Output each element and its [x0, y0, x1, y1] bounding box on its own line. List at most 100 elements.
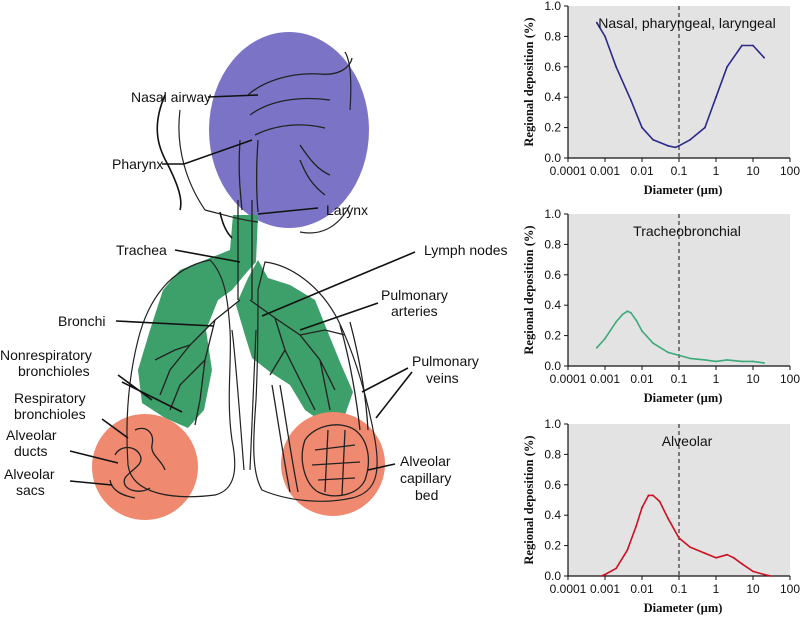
data-point	[595, 346, 598, 349]
x-tick-label: 0.1	[671, 164, 688, 178]
x-axis-label: Diameter (µm)	[644, 183, 723, 197]
x-tick-label: 0.0001	[550, 582, 587, 596]
data-point	[689, 357, 691, 360]
leader-nonrespiratory	[117, 374, 183, 413]
data-point	[652, 138, 654, 141]
y-axis-label: Regional deposition (%)	[522, 225, 536, 354]
x-tick-label: 10	[746, 582, 760, 596]
data-point	[626, 549, 629, 552]
y-tick-label: 0.8	[544, 237, 561, 251]
series-line	[596, 310, 765, 364]
alveolar-sacs-sketch	[109, 427, 166, 499]
data-point	[732, 556, 735, 559]
y-axis-label: Regional deposition (%)	[522, 17, 536, 146]
leader-alveolar-ducts	[69, 450, 119, 464]
bronchial-tree-right	[249, 299, 346, 411]
x-tick-label: 0.001	[590, 372, 620, 386]
data-point	[704, 552, 706, 555]
data-point	[604, 573, 606, 576]
x-axis-label: Diameter (µm)	[644, 601, 723, 615]
y-tick-label: 0.0	[544, 359, 561, 373]
label-nonrespiratory-2: bronchioles	[18, 363, 90, 379]
x-tick-label: 1	[713, 372, 720, 386]
pulmonary-vessel-left	[271, 384, 299, 493]
label-larynx: Larynx	[326, 202, 368, 218]
y-tick-label: 1.0	[544, 207, 561, 221]
neck-contour	[219, 211, 233, 239]
x-tick-label: 0.0001	[550, 164, 587, 178]
data-point	[652, 494, 654, 497]
data-point	[726, 553, 728, 556]
label-pulmonary-arteries-2: arteries	[391, 303, 438, 319]
data-point	[689, 138, 691, 141]
data-point	[641, 330, 643, 332]
data-point	[726, 65, 728, 68]
y-tick-label: 0.2	[544, 121, 561, 135]
data-point	[763, 56, 765, 59]
data-point	[615, 65, 617, 68]
x-axis-label: Diameter (µm)	[644, 391, 723, 405]
series-line	[601, 494, 771, 577]
leader-alveolar-sacs	[69, 480, 113, 486]
data-point	[621, 313, 624, 316]
x-tick-label: 10	[746, 372, 760, 386]
data-point	[615, 321, 617, 323]
mouth-contour	[156, 94, 182, 211]
y-tick-label: 1.0	[544, 0, 561, 13]
x-tick-label: 1	[713, 164, 720, 178]
y-tick-label: 0.6	[544, 478, 561, 492]
x-tick-label: 0.01	[630, 372, 654, 386]
x-tick-label: 0.01	[630, 164, 654, 178]
label-pulmonary-veins-1: Pulmonary	[412, 353, 479, 369]
data-point	[689, 546, 691, 548]
label-respiratory-2: bronchioles	[14, 406, 86, 422]
respiratory-diagram: Nasal airway Pharynx Larynx Trachea Lymp…	[0, 32, 508, 520]
label-bronchi: Bronchi	[58, 313, 105, 329]
data-point	[741, 562, 743, 565]
x-tick-label: 1	[713, 582, 720, 596]
data-point	[604, 35, 606, 38]
data-point	[630, 99, 632, 102]
chart-title: Tracheobronchial	[633, 223, 741, 239]
alveolar-region-left	[92, 414, 198, 520]
y-tick-label: 1.0	[544, 417, 561, 431]
left-lung-outline	[126, 259, 236, 498]
pulmonary-vessel-right	[339, 321, 369, 431]
data-point	[763, 362, 765, 364]
data-point	[604, 337, 606, 340]
label-capillary-2: capillary	[400, 470, 451, 486]
x-tick-label: 0.001	[590, 164, 620, 178]
leader-larynx	[257, 207, 319, 215]
y-tick-label: 0.2	[544, 329, 561, 343]
label-pulmonary-veins-2: veins	[426, 370, 459, 386]
x-tick-label: 0.1	[671, 372, 688, 386]
data-point	[769, 575, 772, 577]
capillary-bed-sketch	[301, 424, 369, 497]
x-tick-label: 0.001	[590, 582, 620, 596]
y-tick-label: 0.4	[544, 508, 561, 522]
data-point	[741, 360, 743, 363]
label-alveolar-sacs-2: sacs	[16, 482, 45, 498]
leader-capillary-bed	[367, 463, 396, 471]
data-point	[641, 506, 643, 509]
data-point	[704, 359, 706, 361]
label-alveolar-ducts-1: Alveolar	[6, 427, 57, 443]
label-lymph-nodes: Lymph nodes	[424, 242, 508, 258]
x-tick-label: 0.0001	[550, 372, 587, 386]
data-point	[741, 44, 743, 47]
data-point	[715, 96, 717, 99]
trachea-tube	[237, 200, 253, 300]
leader-lymph-nodes	[261, 251, 416, 317]
data-point	[678, 354, 680, 357]
label-respiratory-1: Respiratory	[14, 390, 86, 406]
data-point	[678, 537, 680, 539]
data-point	[635, 524, 638, 527]
y-tick-label: 0.4	[544, 298, 561, 312]
chart-title: Nasal, pharyngeal, laryngeal	[598, 15, 775, 31]
y-tick-label: 0.6	[544, 268, 561, 282]
leader-trachea	[174, 249, 241, 263]
